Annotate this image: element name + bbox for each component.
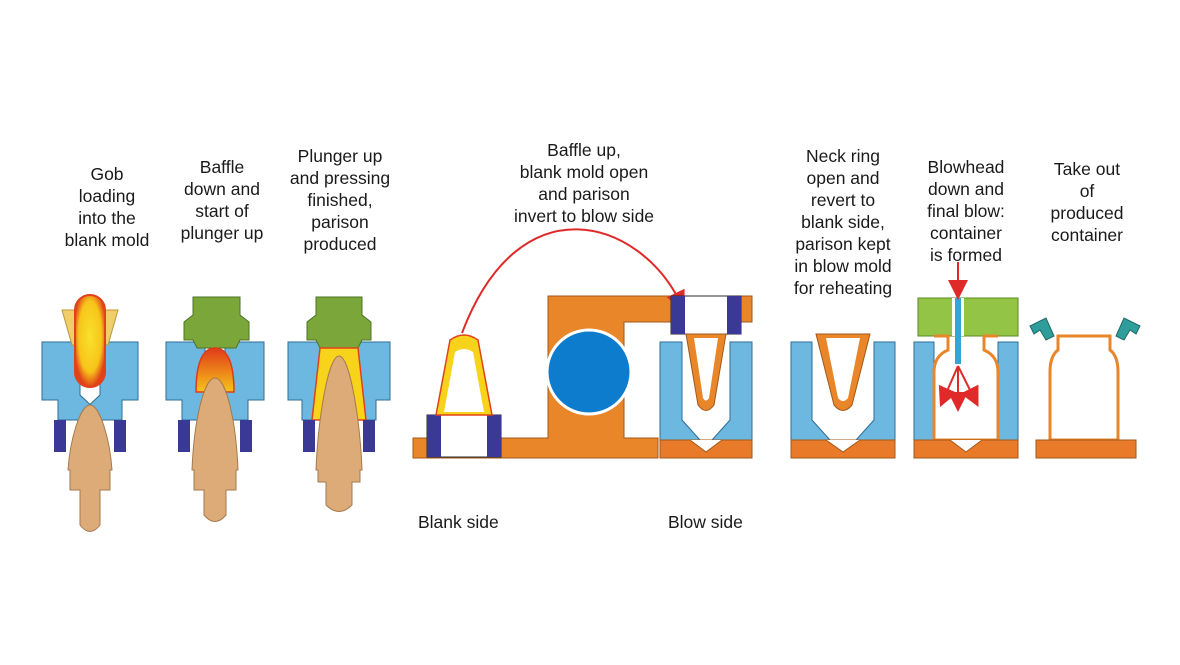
step-7-illustration <box>1029 317 1141 459</box>
blow-side-label: Blow side <box>668 512 743 532</box>
step-1-illustration <box>41 294 139 532</box>
blow-mold-left <box>913 341 935 441</box>
blow-mold-left <box>659 341 702 441</box>
blow-mold-left <box>790 341 832 441</box>
step-5-caption: Neck ring open and revert to blank side,… <box>793 146 893 298</box>
step-4-illustration <box>412 228 753 459</box>
parison-inner <box>444 349 484 412</box>
step-3-caption: Plunger up and pressing finished, pariso… <box>289 146 391 254</box>
invert-shaft <box>545 328 633 416</box>
neck-ring-left <box>54 420 66 452</box>
plunger <box>315 355 363 512</box>
plunger <box>191 377 239 522</box>
gob <box>74 294 106 388</box>
baffle <box>183 296 250 349</box>
step-2-caption: Baffle down and start of plunger up <box>180 157 264 243</box>
takeout-tong-right <box>1115 317 1141 341</box>
step-4-caption: Baffle up, blank mold open and parison i… <box>513 140 655 226</box>
blank-side-label: Blank side <box>418 512 499 532</box>
step-1-caption: Gob loading into the blank mold <box>64 164 150 250</box>
step-6-caption: Blowhead down and final blow: container … <box>927 157 1005 265</box>
neck-ring-blank-right <box>487 415 501 457</box>
blowhead <box>917 297 1019 337</box>
blow-arrow-left <box>938 365 959 408</box>
parison-inner <box>826 338 860 401</box>
neck-ring-right <box>240 420 252 452</box>
takeout-tong-left <box>1029 317 1055 341</box>
blow-mold-right <box>997 341 1019 441</box>
neck-ring-right <box>114 420 126 452</box>
neck-ring-right <box>363 420 375 452</box>
step-5-illustration <box>790 333 896 459</box>
baffle <box>306 296 372 349</box>
step-3-illustration <box>287 296 391 512</box>
neck-ring-left <box>178 420 190 452</box>
neck-ring-blow-left <box>671 296 685 334</box>
neck-ring-blow-right <box>727 296 741 334</box>
invert-arrow <box>461 228 685 334</box>
step-2-illustration <box>165 296 265 522</box>
neck-ring-blank-left <box>427 415 441 457</box>
gob <box>195 347 235 393</box>
container-wall <box>932 334 1000 442</box>
blow-tube <box>955 298 961 364</box>
blow-mold-right <box>854 341 896 441</box>
dead-plate <box>1035 439 1137 459</box>
neck-ring-left <box>303 420 315 452</box>
blow-arrow-right <box>957 365 979 407</box>
step-6-illustration <box>913 262 1019 459</box>
blow-mold-right <box>710 341 753 441</box>
parison-blow-inner <box>694 338 718 401</box>
step-7-caption: Take out of produced container <box>1050 159 1124 245</box>
plunger <box>67 404 113 532</box>
container <box>1048 334 1120 442</box>
